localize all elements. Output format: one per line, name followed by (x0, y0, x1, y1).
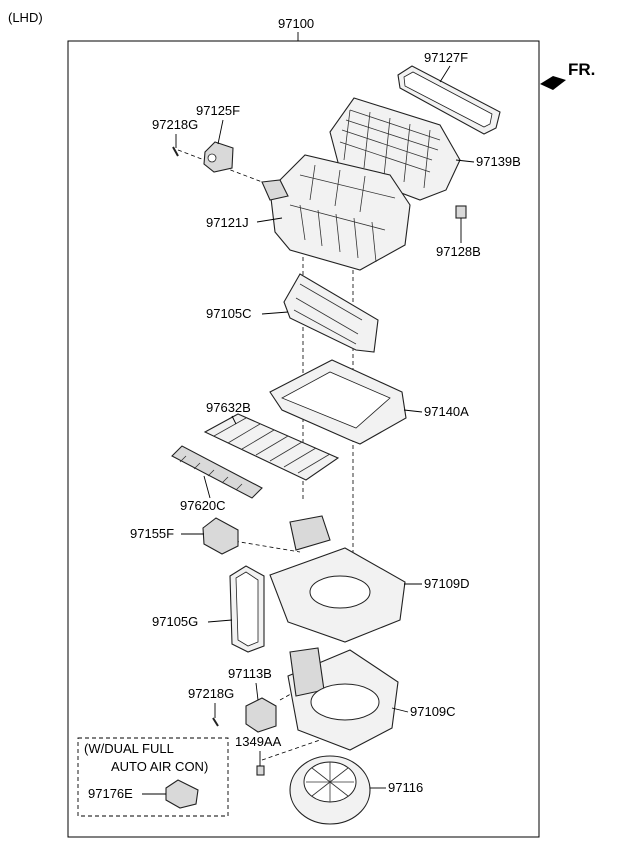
part-97218G-screw-top (172, 146, 179, 157)
label-97128B: 97128B (436, 244, 481, 259)
part-97176E-sensor (165, 779, 199, 809)
part-97116-blower-motor (289, 755, 371, 825)
label-97116: 97116 (388, 780, 423, 795)
label-97105G: 97105G (152, 614, 198, 629)
label-97155F: 97155F (130, 526, 174, 541)
part-97128B-clip (455, 205, 467, 219)
option-box: (W/DUAL FULL AUTO AIR CON) (77, 737, 229, 817)
part-97140A-cover (269, 359, 407, 445)
label-1349AA: 1349AA (235, 734, 282, 749)
label-97125F: 97125F (196, 103, 240, 118)
label-97109C: 97109C (410, 704, 456, 719)
label-97121J: 97121J (206, 215, 249, 230)
front-label: FR. (568, 60, 595, 79)
label-97109D: 97109D (424, 576, 470, 591)
part-97105C-seal (283, 273, 379, 353)
part-97109D-upper-case (269, 515, 406, 643)
label-97139B: 97139B (476, 154, 521, 169)
label-97127F: 97127F (424, 50, 468, 65)
part-97109C-lower-case (287, 647, 399, 751)
option-line-2: AUTO AIR CON) (111, 759, 208, 774)
part-97125F-actuator (203, 141, 234, 173)
part-97113B-resistor (245, 697, 277, 733)
front-arrow-icon (540, 76, 566, 90)
label-97105C: 97105C (206, 306, 252, 321)
assembly-frame (67, 40, 540, 838)
front-direction-indicator: FR. (540, 60, 595, 90)
part-labels: 97127F 97125F 97218G 97139B 97121J 97128… (88, 50, 521, 801)
part-97218G-screw-bottom (212, 717, 219, 727)
label-97620C: 97620C (180, 498, 226, 513)
part-97155F-module (202, 517, 239, 555)
part-97121J-upper-case (261, 154, 411, 271)
label-97176E: 97176E (88, 786, 133, 801)
part-1349AA-fastener (256, 765, 265, 776)
label-97218G-top: 97218G (152, 117, 198, 132)
part-97127F-gasket (397, 65, 501, 135)
option-line-1: (W/DUAL FULL (84, 741, 174, 756)
variant-label: (LHD) (8, 10, 43, 25)
part-97632B-filter (203, 413, 340, 481)
assembly-number-label: 97100 (278, 16, 314, 31)
label-97113B: 97113B (228, 666, 272, 681)
part-97620C-filter (171, 445, 263, 499)
label-97140A: 97140A (424, 404, 469, 419)
label-97632B: 97632B (206, 400, 251, 415)
label-97218G-bottom: 97218G (188, 686, 234, 701)
part-97105G-seal (229, 565, 265, 653)
